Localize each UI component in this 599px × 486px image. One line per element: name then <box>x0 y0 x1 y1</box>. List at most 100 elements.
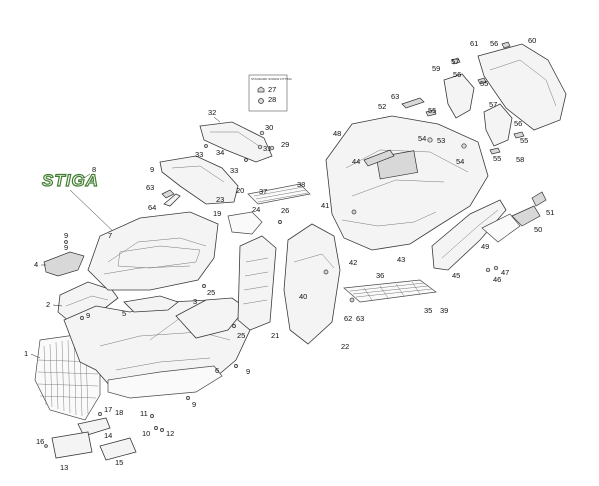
screw-9f <box>186 396 190 400</box>
screw-33b <box>244 158 248 162</box>
callout-55a: 55 <box>428 106 436 115</box>
callout-63b: 63 <box>356 314 364 323</box>
front-side-panel-detail <box>65 295 109 307</box>
callout-22: 22 <box>341 342 349 351</box>
callout-53: 53 <box>437 136 445 145</box>
callout-4: 4 <box>34 260 38 269</box>
callout-21: 21 <box>271 331 279 340</box>
callout-56c: 56 <box>514 119 522 128</box>
callout-63a: 63 <box>146 183 154 192</box>
rear-fender-flap <box>481 213 521 243</box>
rear-panel-insert <box>363 149 395 167</box>
callout-3: 3 <box>193 297 197 306</box>
callout-63c: 63 <box>391 92 399 101</box>
callout-6: 6 <box>215 366 219 375</box>
screw-9b <box>64 240 68 244</box>
mount-bracket-58 <box>483 103 513 147</box>
callout-36: 36 <box>376 271 384 280</box>
callout-39: 39 <box>440 306 448 315</box>
callout-59: 59 <box>432 64 440 73</box>
legend-screw-icon <box>257 86 265 93</box>
callout-26: 26 <box>281 206 289 215</box>
stiga-logo-text: STIGA <box>42 171 99 190</box>
callout-18: 18 <box>115 408 123 417</box>
screw-33a <box>204 144 208 148</box>
nut-12 <box>160 428 164 432</box>
callout-9e: 9 <box>246 367 250 376</box>
screw-30 <box>259 130 265 136</box>
screw-40 <box>323 269 329 275</box>
callout-2: 2 <box>46 300 50 309</box>
callout-44: 44 <box>352 157 360 166</box>
screw-25a <box>202 284 206 288</box>
callout-37: 37 <box>259 187 267 196</box>
callout-9c: 9 <box>64 243 68 252</box>
callout-11: 11 <box>140 409 148 418</box>
plate-15 <box>99 437 137 461</box>
callout-28: 28 <box>268 95 276 104</box>
screw-16 <box>44 444 48 448</box>
callout-55b: 55 <box>480 79 488 88</box>
clip-56b <box>501 41 511 49</box>
callout-9a: 9 <box>150 165 154 174</box>
callout-1: 1 <box>24 349 28 358</box>
callout-19: 19 <box>213 209 221 218</box>
callout-40: 40 <box>299 292 307 301</box>
center-tunnel-panel <box>237 235 277 331</box>
screw-41 <box>351 209 357 215</box>
clip-57a <box>451 57 461 65</box>
callout-24: 24 <box>252 205 260 214</box>
legend-frame <box>248 74 288 112</box>
callout-14: 14 <box>104 431 112 440</box>
callout-55d: 55 <box>493 154 501 163</box>
callout-13: 13 <box>60 463 68 472</box>
callout-33b: 33 <box>230 166 238 175</box>
rear-side-cover <box>283 223 341 345</box>
callout-20: 20 <box>236 186 244 195</box>
callout-48: 48 <box>333 129 341 138</box>
callout-7: 7 <box>108 231 112 240</box>
rear-footrest-grid <box>343 279 437 303</box>
callout-25a: 25 <box>207 288 215 297</box>
callout-43: 43 <box>397 255 405 264</box>
clip-63-left <box>161 189 175 199</box>
callout-25b: 25 <box>237 331 245 340</box>
clip-55b <box>477 77 487 85</box>
callout-23: 23 <box>216 195 224 204</box>
mid-side-panel <box>227 211 263 235</box>
tail-light <box>511 205 541 227</box>
clip-62 <box>349 297 355 303</box>
handle-52 <box>401 97 425 109</box>
front-hood <box>87 211 219 291</box>
stiga-logo: STIGA <box>41 170 99 190</box>
callout-58: 58 <box>516 155 524 164</box>
legend-nut-icon <box>258 98 264 104</box>
callout-57b: 57 <box>489 100 497 109</box>
screw-31 <box>257 144 263 150</box>
knob-54b <box>461 143 467 149</box>
callout-55c: 55 <box>520 136 528 145</box>
callout-15: 15 <box>115 458 123 467</box>
leader-8 <box>83 173 91 179</box>
callout-47: 47 <box>501 268 509 277</box>
leader-2 <box>52 304 63 307</box>
leader-32 <box>213 116 221 123</box>
callout-16: 16 <box>36 437 44 446</box>
screw-25b <box>232 324 236 328</box>
side-cover-upper <box>159 155 239 205</box>
callout-54a: 54 <box>418 134 426 143</box>
callout-10: 10 <box>142 429 150 438</box>
callout-34: 34 <box>216 148 224 157</box>
plate-13 <box>51 431 93 459</box>
leader-1 <box>30 353 41 359</box>
rear-rack-cover-detail <box>489 59 557 107</box>
screw-9d <box>80 316 84 320</box>
callout-30: 30 <box>265 123 273 132</box>
lower-front-panel <box>107 365 223 399</box>
headlight <box>43 251 85 277</box>
rear-side-cover-detail <box>293 253 335 269</box>
callout-42: 42 <box>349 258 357 267</box>
rear-reflector <box>531 191 547 207</box>
legend-box: STANDARD SCREW FITTING 27 28 <box>248 74 292 112</box>
callout-31: 31 <box>263 144 271 153</box>
